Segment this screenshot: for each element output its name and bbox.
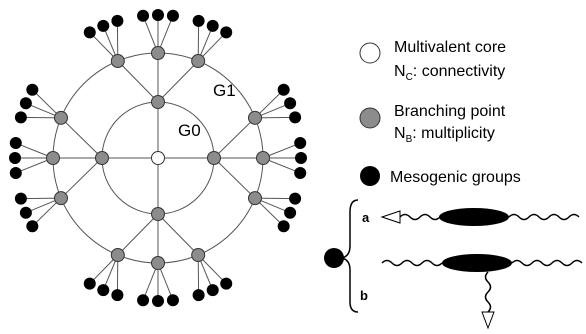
branch-node-g1 — [53, 110, 68, 125]
mesogen-node — [19, 206, 32, 219]
branch-node-g0 — [95, 151, 109, 165]
mesogen-node — [192, 14, 205, 27]
branch-node-g1 — [110, 53, 125, 68]
attachment-mesogen-dot — [324, 248, 344, 268]
core-legend-title: Multivalent core — [394, 39, 506, 56]
branch-node-g1 — [191, 53, 206, 68]
branch-node-g1 — [248, 191, 263, 206]
g0-bond — [213, 157, 256, 199]
mesogen-node — [152, 9, 164, 21]
core-node — [151, 151, 165, 165]
terminal-arrow-icon-a — [380, 210, 401, 224]
core-legend-subtitle: NC: connectivity — [394, 63, 505, 83]
attachment-a-label: a — [362, 210, 370, 225]
mesogen-legend-label: Mesogenic groups — [390, 169, 521, 186]
g0-bond — [60, 157, 103, 199]
mesogen-node — [9, 166, 22, 179]
branch-node-g1 — [110, 248, 125, 263]
mesogen-legend-marker — [360, 166, 380, 186]
branch-node-g0 — [151, 207, 165, 221]
branch-node-g1 — [256, 151, 270, 165]
g0-label: G0 — [178, 121, 201, 140]
mesogen-node — [9, 137, 22, 150]
mesogen-node — [26, 83, 39, 96]
g1-label: G1 — [213, 81, 236, 100]
mesogen-node — [83, 26, 96, 39]
branch-legend-subtitle: NB: multiplicity — [394, 125, 495, 145]
mesogen-node — [192, 289, 205, 302]
mesogen-node — [294, 166, 307, 179]
spacer-chain-b-right — [511, 259, 583, 267]
mesogen-node — [14, 111, 27, 124]
spacer-chain-a-right — [508, 213, 580, 221]
legend: Multivalent core NC: connectivity Branch… — [359, 39, 521, 186]
branch-node-g1 — [46, 151, 60, 165]
mesogen-node — [289, 111, 302, 124]
spacer-chain-b-left — [381, 259, 443, 267]
branch-node-g1 — [191, 248, 206, 263]
attachment-brace — [341, 199, 359, 313]
mesogen-node — [220, 277, 233, 290]
g0-bond — [157, 60, 199, 103]
dendrimer-diagram: G0 G1 — [9, 9, 307, 307]
mesogen-node — [26, 220, 39, 233]
mesogen-node — [289, 192, 302, 205]
mesogen-node — [206, 284, 219, 297]
g0-bond — [117, 213, 159, 256]
spacer-chain-a-left — [399, 213, 441, 221]
g0-bond — [117, 60, 159, 103]
mesogen-node — [284, 206, 297, 219]
mesogen-core-b — [442, 254, 512, 272]
mesogen-node — [14, 192, 27, 205]
spacer-chain-b-lateral — [484, 271, 492, 313]
mesogen-node — [295, 152, 307, 164]
mesogen-node — [137, 294, 150, 307]
g0-bond — [157, 213, 199, 256]
mesogen-node — [284, 97, 297, 110]
mesogen-node — [97, 19, 110, 32]
mesogen-node — [277, 220, 290, 233]
mesogen-nodes — [9, 9, 307, 307]
mesogen-node — [294, 137, 307, 150]
mesogen-node — [111, 289, 124, 302]
g0-bond — [60, 117, 103, 159]
mesogen-node — [111, 14, 124, 27]
mesogen-core-a — [439, 208, 509, 226]
mesogen-node — [137, 9, 150, 22]
mesogen-node — [83, 277, 96, 290]
branch-node-g1 — [248, 110, 263, 125]
mesogen-node — [277, 83, 290, 96]
core-legend-marker — [359, 42, 381, 64]
branch-node-g0 — [207, 151, 221, 165]
mesogen-node — [19, 97, 32, 110]
attachment-b-label: b — [360, 288, 368, 303]
g0-bond — [213, 117, 256, 159]
branch-node-g1 — [151, 46, 165, 60]
branch-node-g1 — [151, 256, 165, 270]
mesogen-node — [206, 19, 219, 32]
attachment-schematic: a b — [324, 199, 583, 330]
branch-node-g1 — [53, 191, 68, 206]
mesogen-node — [220, 26, 233, 39]
branch-node-g0 — [151, 95, 165, 109]
branch-legend-marker — [359, 107, 381, 129]
mesogen-node — [9, 152, 21, 164]
mesogen-node — [97, 284, 110, 297]
terminal-arrow-icon-b — [481, 311, 495, 330]
branch-legend-title: Branching point — [394, 103, 506, 120]
branch-nodes — [46, 46, 270, 270]
mesogen-node — [166, 9, 179, 22]
mesogen-node — [166, 294, 179, 307]
mesogen-node — [152, 295, 164, 307]
